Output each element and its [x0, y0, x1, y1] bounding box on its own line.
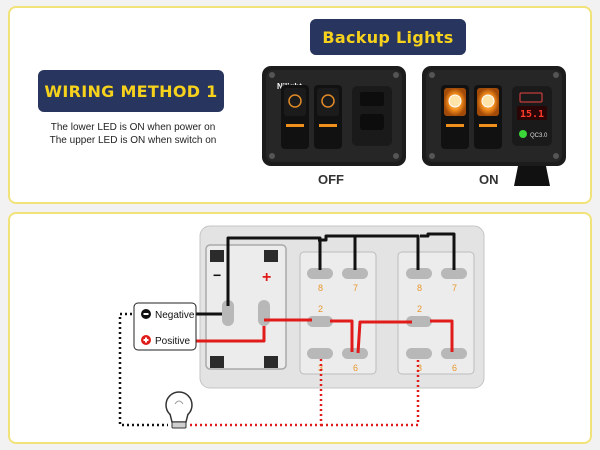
screw-icon	[393, 153, 399, 159]
switch-1-label-6: 6	[353, 363, 358, 373]
switch-1-pin-3	[307, 348, 333, 359]
panel-off: Nilight	[262, 66, 406, 166]
switch-2-label-8: 8	[417, 283, 422, 293]
switch-2-label-2: 2	[417, 304, 422, 314]
power-socket-module	[205, 244, 287, 370]
lamp-icon	[288, 94, 302, 108]
switch-1-label-7: 7	[353, 283, 358, 293]
qc-indicator	[519, 130, 527, 138]
switch-2-pin-6	[441, 348, 467, 359]
light-bulb-icon	[165, 391, 193, 429]
switch-1-label-3: 3	[318, 363, 323, 373]
switch-1-label-2: 2	[318, 304, 323, 314]
battery-icon	[519, 92, 543, 103]
switch-1	[299, 251, 377, 375]
panel-on: 15.1 QC3.0	[422, 66, 566, 186]
switch-2-pin-2	[406, 316, 432, 327]
screw-icon	[269, 72, 275, 78]
switch-2-label-3: 3	[417, 363, 422, 373]
screw-icon	[429, 153, 435, 159]
switch-2	[397, 251, 475, 375]
screw-icon	[553, 72, 559, 78]
description-line-1: The lower LED is ON when power on	[50, 122, 216, 133]
positive-label: Positive	[155, 336, 190, 347]
screw-icon	[553, 153, 559, 159]
minus-sign: −	[213, 267, 221, 283]
lower-led	[286, 124, 304, 127]
switch-2-label-7: 7	[452, 283, 457, 293]
negative-terminal	[222, 300, 234, 326]
on-state-label: ON	[479, 172, 499, 187]
lamp-icon	[321, 94, 335, 108]
description-line-2: The upper LED is ON when switch on	[49, 135, 217, 146]
screw-icon	[269, 153, 275, 159]
usb-cap	[514, 166, 550, 186]
lower-led	[479, 124, 497, 127]
red-wires	[195, 318, 454, 354]
lamp-icon	[481, 94, 495, 108]
qc-label: QC3.0	[530, 133, 548, 139]
screw-icon	[393, 72, 399, 78]
black-wires	[195, 232, 456, 316]
switch-2-label-6: 6	[452, 363, 457, 373]
switch-1-pin-2	[307, 316, 333, 327]
dotted-wires	[118, 312, 420, 427]
backup-lights-title: Backup Lights	[310, 19, 466, 55]
voltmeter-reading: 15.1	[520, 109, 544, 120]
switch-1-label-8: 8	[318, 283, 323, 293]
lower-led	[319, 124, 337, 127]
switch-2-pin-3	[406, 348, 432, 359]
off-state-label: OFF	[318, 172, 344, 187]
switch-1-pin-8	[307, 268, 333, 279]
negative-label: Negative	[155, 310, 195, 321]
wiring-method-title: WIRING METHOD 1	[38, 70, 224, 112]
positive-terminal	[258, 300, 270, 326]
screw-icon	[429, 72, 435, 78]
plus-sign: +	[262, 269, 271, 286]
switch-2-pin-8	[406, 268, 432, 279]
switch-1-pin-7	[342, 268, 368, 279]
switch-2-pin-7	[441, 268, 467, 279]
lamp-icon	[448, 94, 462, 108]
lower-led	[446, 124, 464, 127]
switch-panels-illustration: Nilight 15.1 QC3.0	[262, 66, 566, 186]
switch-1-pin-6	[342, 348, 368, 359]
